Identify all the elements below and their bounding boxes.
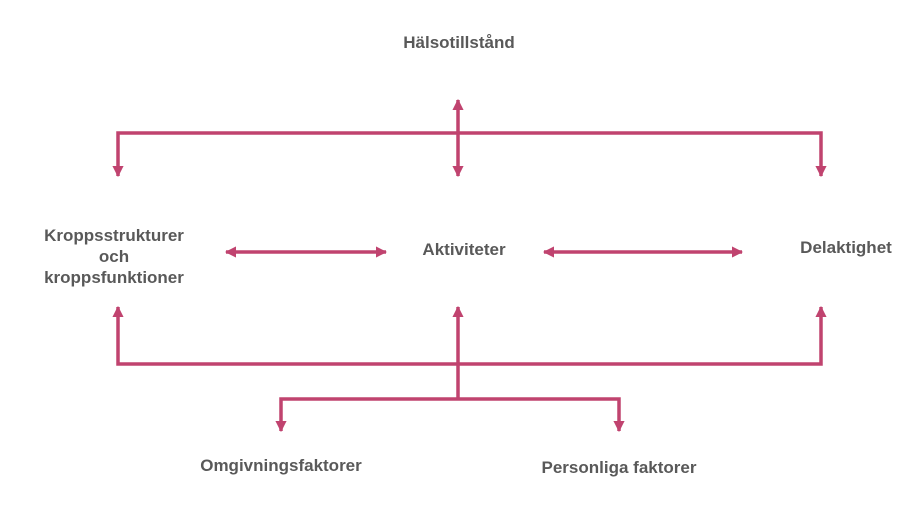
node-health-condition-label: Hälsotillstånd (403, 33, 515, 52)
node-body-line-1: Kroppsstrukturer (44, 226, 184, 245)
node-environmental-factors: Omgivningsfaktorer (166, 455, 396, 476)
node-environmental-label: Omgivningsfaktorer (200, 456, 362, 475)
node-health-condition: Hälsotillstånd (352, 32, 566, 53)
bottom-bracket-line (112, 305, 827, 366)
node-participation-label: Delaktighet (800, 238, 892, 257)
node-body-functions: Kroppsstrukturer och kroppsfunktioner (0, 225, 228, 288)
node-activities: Aktiviteter (392, 239, 536, 260)
node-personal-factors: Personliga faktorer (508, 457, 730, 478)
node-body-line-2: och (98, 247, 130, 266)
node-body-line-3: kroppsfunktioner (44, 268, 184, 287)
top-bracket-line (112, 131, 827, 178)
node-personal-label: Personliga faktorer (541, 458, 697, 477)
contextual-branch-line (275, 397, 625, 433)
node-participation: Delaktighet (780, 237, 912, 258)
node-activities-label: Aktiviteter (422, 240, 506, 259)
